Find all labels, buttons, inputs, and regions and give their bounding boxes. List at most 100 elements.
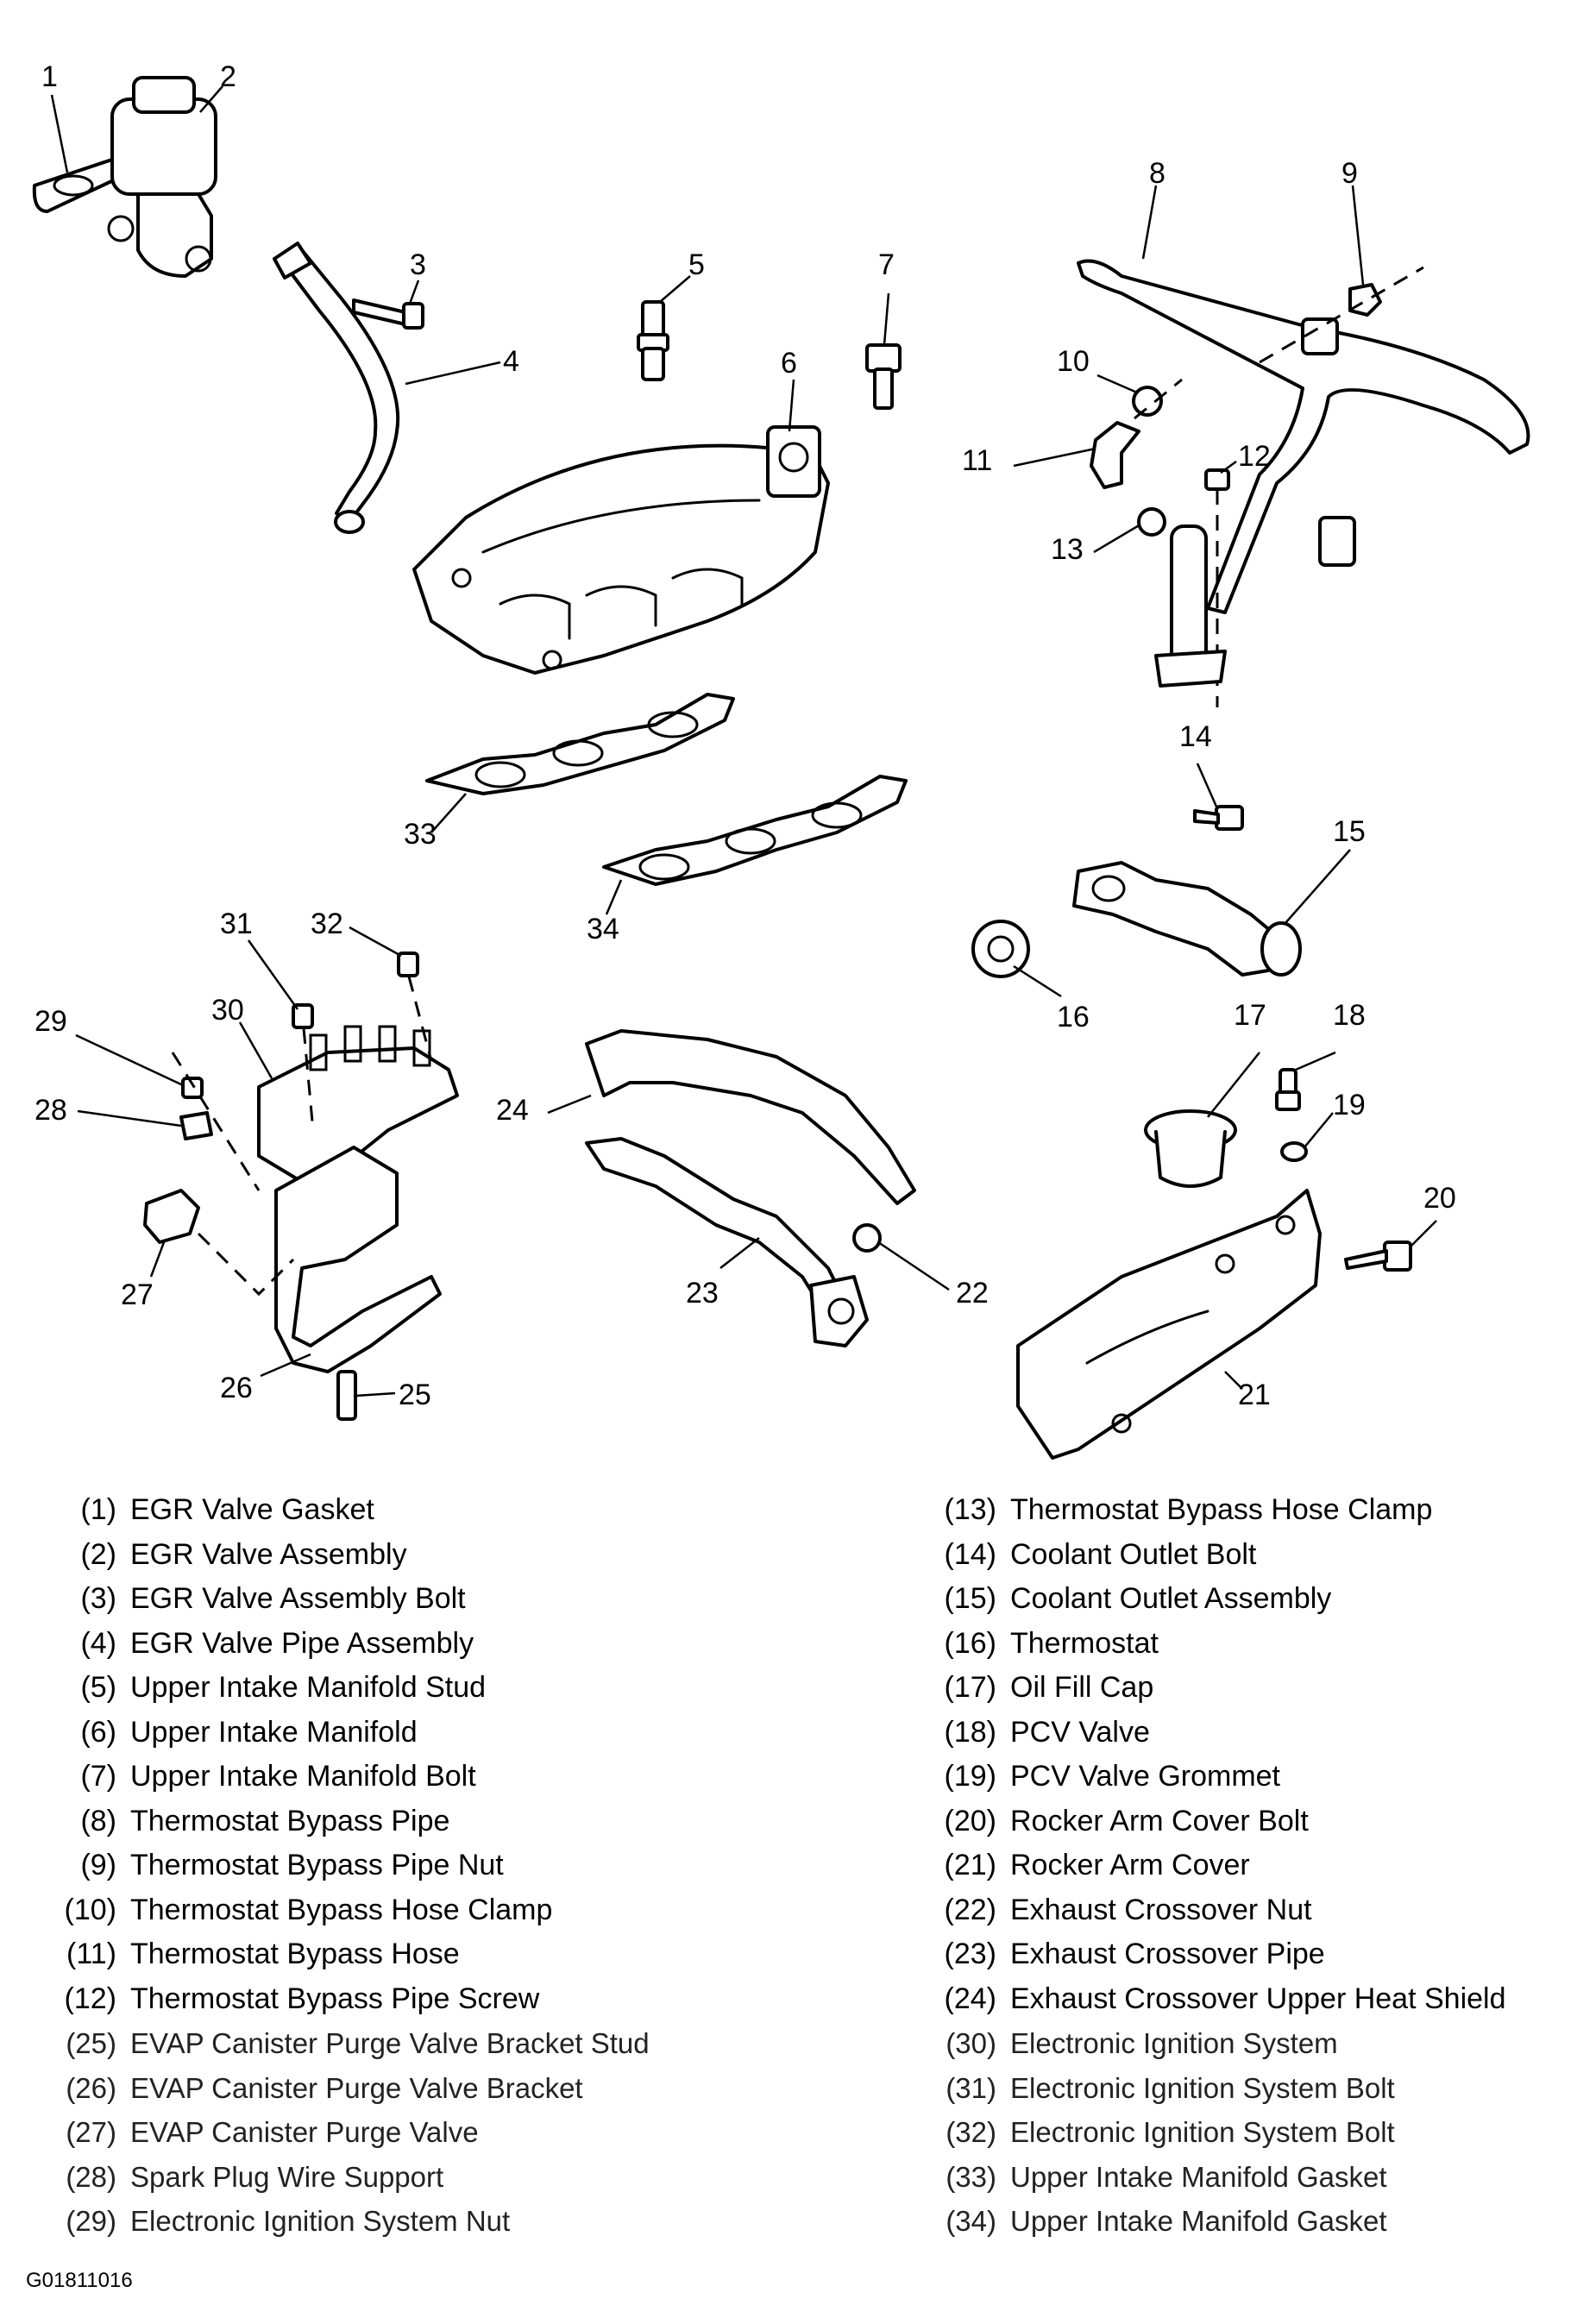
legend-label: Electronic Ignition System [1010,2027,1338,2059]
legend-item: (31)Electronic Ignition System Bolt [906,2066,1577,2111]
egr-valve-assembly-bolt [352,298,424,330]
thermostat-bypass-hose [1090,421,1140,489]
thermostat-bypass-hose-clamp-10 [1132,378,1183,420]
callout-28: 28 [35,1094,67,1127]
callout-4: 4 [503,345,519,378]
coolant-outlet-bolt [1193,805,1244,831]
evap-canister-purge-valve [143,1189,295,1297]
legend-number: (24) [944,1982,996,2015]
legend-number: (26) [66,2071,116,2104]
legend-item: (14)Coolant Outlet Bolt [906,1533,1577,1578]
legend-item: (3)EGR Valve Assembly Bolt [26,1577,802,1622]
callout-33: 33 [404,818,437,851]
egr-valve-assembly [107,76,217,278]
thermostat-bypass-pipe-nut [1259,266,1424,364]
legend-number: (20) [944,1804,996,1837]
callout-23: 23 [686,1277,719,1310]
legend-label: Rocker Arm Cover [1010,1849,1250,1881]
legend-item: (26) EVAP Canister Purge Valve Bracket [26,2066,802,2111]
legend-item: (20) Rocker Arm Cover Bolt [906,1800,1577,1844]
legend-label: EGR Valve Pipe Assembly [130,1626,474,1660]
callout-13: 13 [1051,533,1084,566]
exploded-parts-diagram: 1 2 3 4 5 6 7 8 9 10 11 12 13 14 15 16 1… [32,60,1530,1460]
legend-item: (10)Thermostat Bypass Hose Clamp [26,1888,802,1933]
legend-number: (30) [946,2027,996,2059]
callout-24: 24 [496,1094,529,1127]
legend-number: (18) [944,1715,996,1749]
callout-3: 3 [410,248,426,281]
legend-number: (21) [944,1849,996,1881]
legend-left-column: (1)EGR Valve Gasket (2)EGR Valve Assembl… [26,1488,802,2244]
legend-label: Thermostat Bypass Pipe Screw [130,1982,540,2015]
callout-25: 25 [399,1379,431,1411]
legend-item: (5) Upper Intake Manifold Stud [26,1666,802,1711]
legend-number: (17) [944,1671,996,1704]
callout-10: 10 [1057,345,1090,378]
legend-number: (31) [946,2071,996,2104]
legend-item: (9)Thermostat Bypass Pipe Nut [26,1843,802,1888]
legend-label: PCV Valve Grommet [1010,1760,1281,1793]
pcv-valve-grommet [1280,1141,1308,1162]
upper-intake-manifold-bolt [865,343,902,410]
legend-number: (32) [946,2116,996,2148]
callout-15: 15 [1333,815,1366,848]
upper-intake-manifold-gasket-33 [425,693,735,795]
callout-21: 21 [1238,1379,1271,1411]
legend-item: (27)EVAP Canister Purge Valve [26,2110,802,2155]
thermostat-bypass-pipe [1077,259,1530,614]
legend-item: (1) EGR Valve Gasket [26,1488,802,1533]
legend-number: (1) [80,1493,116,1526]
callout-9: 9 [1341,157,1358,190]
legend-label: Electronic Ignition System Nut [130,2205,511,2237]
legend-label: Oil Fill Cap [1010,1671,1154,1704]
callout-31: 31 [220,908,253,940]
callout-18: 18 [1333,999,1366,1032]
callout-5: 5 [688,248,705,281]
legend-number: (5) [80,1671,116,1704]
legend-label: Upper Intake Manifold Stud [130,1671,487,1704]
legend-item: (7)Upper Intake Manifold Bolt [26,1755,802,1800]
legend-item: (6)Upper Intake Manifold [26,1711,802,1756]
legend-item: (30) Electronic Ignition System [906,2021,1577,2066]
legend-number: (11) [66,1938,116,1970]
upper-intake-manifold [412,425,830,675]
legend-item: (8)Thermostat Bypass Pipe [26,1800,802,1844]
legend-item: (11) Thermostat Bypass Hose [26,1932,802,1977]
legend-label: Thermostat Bypass Hose [130,1938,460,1970]
electronic-ignition-system-bolt-31 [292,1003,314,1122]
electronic-ignition-system-nut [171,1052,261,1191]
legend-label: Exhaust Crossover Upper Heat Shield [1010,1982,1506,2015]
legend-item: (24) Exhaust Crossover Upper Heat Shield [906,1977,1577,2022]
legend-label: Thermostat Bypass Hose Clamp [1010,1493,1433,1526]
legend-label: Rocker Arm Cover Bolt [1010,1804,1309,1837]
callout-8: 8 [1149,157,1165,190]
callout-19: 19 [1333,1089,1366,1121]
callout-6: 6 [781,347,797,380]
legend-number: (33) [946,2160,996,2193]
egr-valve-gasket [32,158,124,213]
legend-label: EGR Valve Gasket [130,1493,374,1526]
legend-number: (28) [66,2160,116,2193]
callout-26: 26 [220,1372,253,1404]
legend-number: (25) [66,2027,116,2059]
callout-22: 22 [956,1277,989,1310]
legend-item: (33)Upper Intake Manifold Gasket [906,2155,1577,2200]
legend-item: (12)Thermostat Bypass Pipe Screw [26,1977,802,2022]
callout-12: 12 [1238,440,1271,473]
callout-1: 1 [41,60,58,93]
legend-label: Exhaust Crossover Nut [1010,1893,1312,1926]
legend-item: (21) Rocker Arm Cover [906,1843,1577,1888]
legend-label: Upper Intake Manifold [130,1715,418,1749]
legend-number: (19) [944,1760,996,1793]
callout-34: 34 [587,913,619,945]
legend-number: (10) [64,1893,116,1926]
legend-label: EVAP Canister Purge Valve Bracket [130,2071,583,2104]
legend-label: EGR Valve Assembly [130,1537,407,1571]
legend-item: (25)EVAP Canister Purge Valve Bracket St… [26,2021,802,2066]
evap-canister-purge-valve-bracket-stud [336,1370,357,1421]
figure-id: G01811016 [26,2269,133,2292]
legend-number: (34) [946,2205,996,2237]
legend-number: (13) [944,1493,996,1526]
legend-label: Spark Plug Wire Support [130,2160,444,2193]
legend-label: Exhaust Crossover Pipe [1010,1938,1325,1970]
